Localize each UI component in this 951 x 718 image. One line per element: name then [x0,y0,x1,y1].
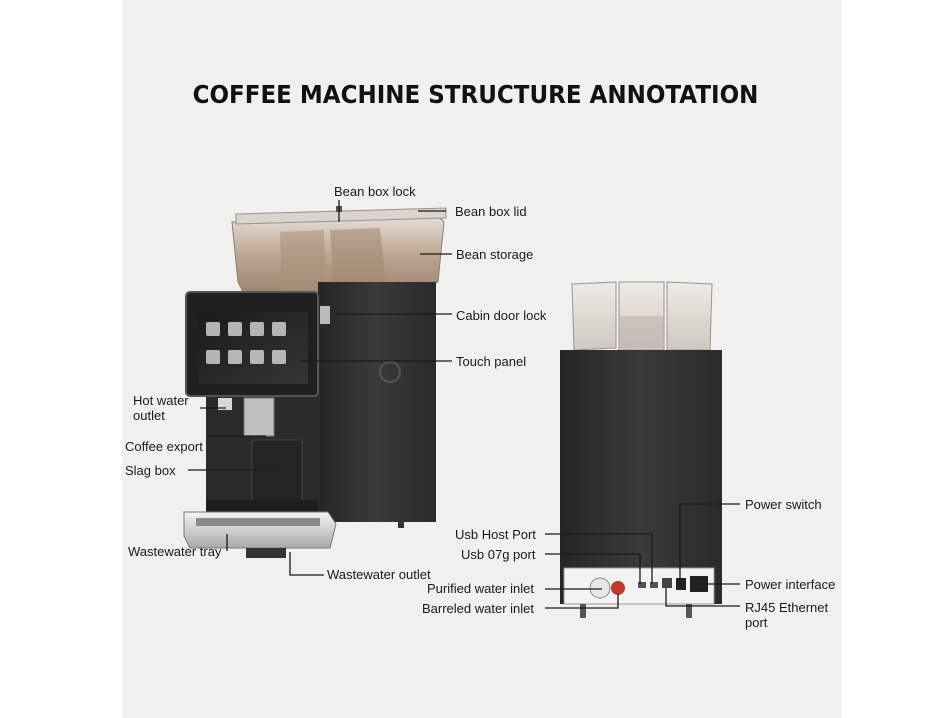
label-rj45-ethernet-port: RJ45 Ethernet port [745,600,829,630]
leader-lines [188,200,740,609]
rear-bean-hoppers [571,281,713,351]
front-body-side [318,282,436,522]
label-usb-07g-port: Usb 07g port [461,547,536,562]
label-hot-water-outlet: Hot water outlet [133,393,189,423]
slag-box-graphic [251,439,303,503]
rj45-port-graphic [662,578,672,588]
label-bean-box-lock: Bean box lock [334,184,416,199]
wastewater-outlet-graphic [246,548,286,558]
label-wastewater-outlet: Wastewater outlet [327,567,431,582]
label-coffee-export: Coffee export [125,439,203,454]
label-barreled-water-inlet: Barreled water inlet [422,601,534,616]
wastewater-tray-graphic [183,511,337,549]
label-usb-host-port: Usb Host Port [455,527,536,542]
cabin-door-lock-graphic [320,306,330,324]
coffee-spout-graphic [243,397,275,437]
diagram-title: COFFEE MACHINE STRUCTURE ANNOTATION [192,80,759,109]
rear-body [560,350,722,604]
bean-hopper-graphic [231,206,447,295]
label-purified-water-inlet: Purified water inlet [427,581,534,596]
label-bean-box-lid: Bean box lid [455,204,527,219]
barreled-water-inlet-graphic [611,581,625,595]
label-slag-box: Slag box [125,463,176,478]
label-cabin-door-lock: Cabin door lock [456,308,547,323]
label-bean-storage: Bean storage [456,247,534,262]
power-switch-graphic [676,578,686,590]
rear-machine [560,281,722,618]
front-machine [183,206,447,558]
usb-07g-port-graphic [638,582,646,588]
label-power-interface: Power interface [745,577,836,592]
purified-water-inlet-graphic [589,577,611,599]
usb-host-port-graphic [650,582,658,588]
hot-water-spout-graphic [218,398,232,410]
label-power-switch: Power switch [745,497,822,512]
label-wastewater-tray: Wastewater tray [128,544,222,559]
label-touch-panel: Touch panel [456,354,527,369]
